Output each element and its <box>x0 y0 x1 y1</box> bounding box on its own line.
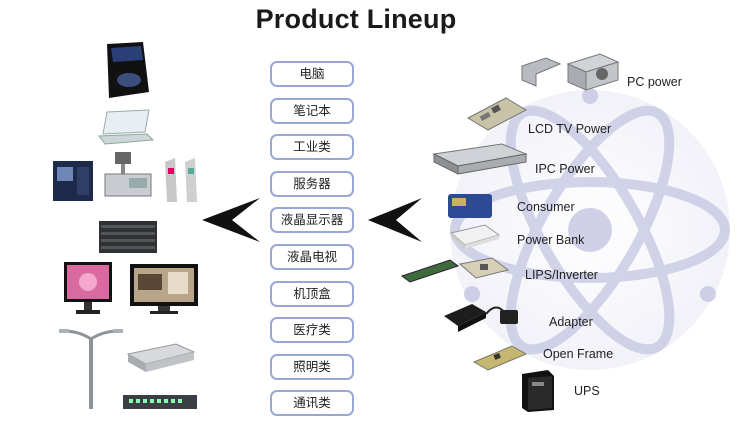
category-list: 电脑 笔记本 工业类 服务器 液晶显示器 液晶电视 机顶盒 医疗类 照明类 通讯… <box>270 61 358 427</box>
page-title: Product Lineup <box>255 4 457 34</box>
product-label-open-frame: Open Frame <box>543 347 614 361</box>
lcd-tv-icon <box>130 264 198 314</box>
product-label-lips-inverter: LIPS/Inverter <box>525 268 598 282</box>
product-label-adapter: Adapter <box>549 315 593 329</box>
street-lamp-icon <box>59 329 123 409</box>
pos-terminal-icon <box>104 152 152 197</box>
lips-inverter-board-icon <box>400 257 510 283</box>
product-label-pc-power: PC power <box>627 75 682 89</box>
pc-tower-icon <box>107 42 149 98</box>
power-bank-icon <box>449 224 501 249</box>
category-item: 通讯类 <box>270 390 354 417</box>
product-label-ipc-power: IPC Power <box>535 162 595 176</box>
category-item: 笔记本 <box>270 97 354 124</box>
product-label-consumer: Consumer <box>517 200 575 214</box>
category-item: 液晶显示器 <box>270 207 354 234</box>
product-label-power-bank: Power Bank <box>517 233 585 247</box>
category-item: 液晶电视 <box>270 243 354 270</box>
category-item: 机顶盒 <box>270 280 354 307</box>
lcd-tv-power-board-icon <box>466 97 528 131</box>
ups-icon <box>522 370 554 412</box>
open-frame-board-icon <box>472 345 528 371</box>
product-label-lcd-tv-power: LCD TV Power <box>528 122 612 136</box>
ipc-power-unit-icon <box>432 143 528 175</box>
category-item: 照明类 <box>270 353 354 380</box>
category-item: 工业类 <box>270 134 354 161</box>
adapter-icon <box>444 304 518 332</box>
category-item: 服务器 <box>270 170 354 197</box>
laptop-icon <box>98 109 155 145</box>
product-label-ups: UPS <box>574 384 600 398</box>
left-arrow-icon <box>202 198 260 242</box>
category-item: 电脑 <box>270 61 354 87</box>
consumer-power-icon <box>448 194 492 218</box>
server-rack-icon <box>99 221 157 253</box>
right-arrow-icon <box>368 198 422 242</box>
set-top-box-icon <box>126 343 196 372</box>
industrial-machine-icon <box>53 161 93 201</box>
pc-power-supply-icon <box>521 53 620 91</box>
kiosk-icon <box>165 158 197 202</box>
category-item: 医疗类 <box>270 317 354 344</box>
lcd-monitor-icon <box>64 262 112 314</box>
network-switch-icon <box>123 395 197 409</box>
